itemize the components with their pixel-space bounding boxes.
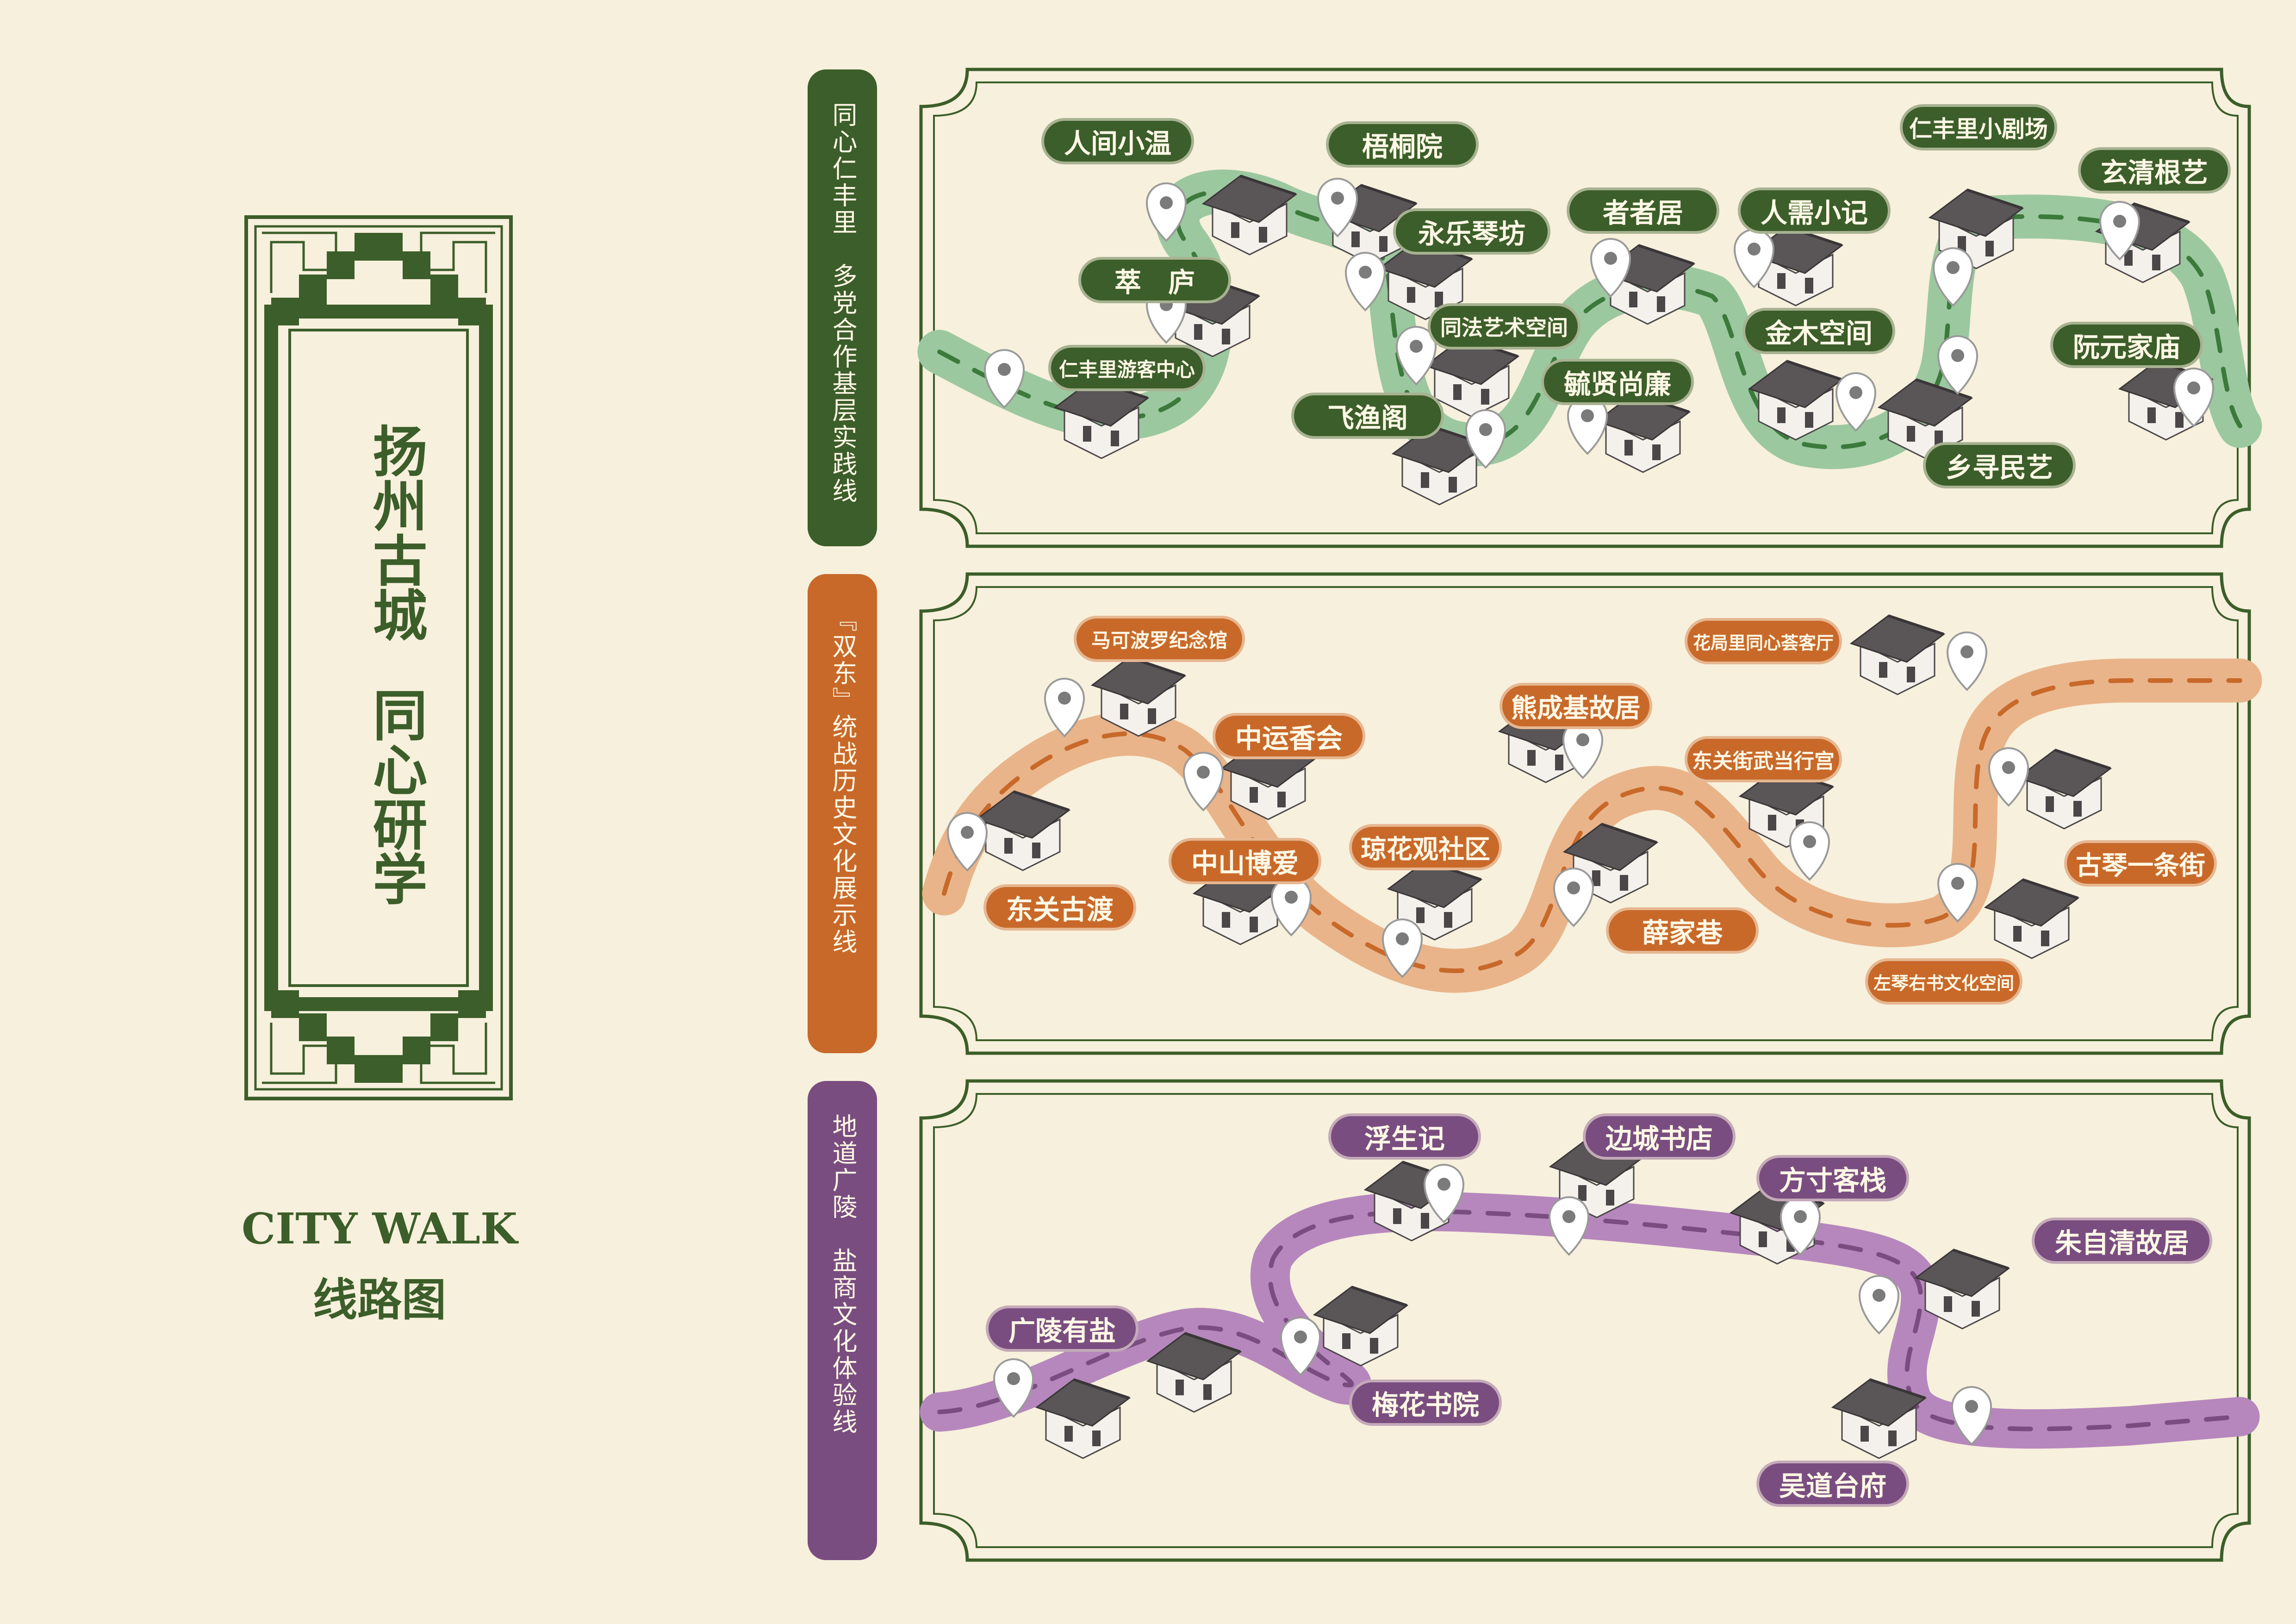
stop-label-zhongshan-boai[interactable]: 中山博爱 bbox=[1169, 838, 1321, 884]
stop-label-yongleqinfang[interactable]: 永乐琴坊 bbox=[1393, 208, 1550, 255]
stop-label-biancheng-bookstore[interactable]: 边城书店 bbox=[1583, 1113, 1736, 1160]
stop-label-fushengji[interactable]: 浮生记 bbox=[1328, 1113, 1481, 1160]
stop-label-ruanyuan-temple[interactable]: 阮元家庙 bbox=[2050, 322, 2203, 368]
stop-label-yuxianshanglian[interactable]: 毓贤尚廉 bbox=[1541, 359, 1694, 405]
stop-label-zuoqin-youshu[interactable]: 左琴右书文化空间 bbox=[1865, 958, 2022, 1005]
stop-label-fangcun-inn[interactable]: 方寸客栈 bbox=[1756, 1155, 1909, 1201]
stop-label-dongguan-gudu[interactable]: 东关古渡 bbox=[983, 884, 1136, 931]
route-tab-orange[interactable]: 『双东』统战历史文化展示线 bbox=[808, 574, 877, 1053]
stop-label-guangling-youyan[interactable]: 广陵有盐 bbox=[986, 1305, 1139, 1352]
citywalk-subtitle: 线路图 bbox=[313, 1274, 446, 1326]
route-tab-purple[interactable]: 地道广陵 盐商文化体验线 bbox=[808, 1081, 877, 1560]
stop-label-qionghuaguan[interactable]: 琼花观社区 bbox=[1349, 824, 1502, 870]
stop-label-marco-polo[interactable]: 马可波罗纪念馆 bbox=[1074, 616, 1245, 662]
stop-label-meihua-academy[interactable]: 梅花书院 bbox=[1349, 1380, 1502, 1426]
stop-label-zhuziqing-residence[interactable]: 朱自清故居 bbox=[2032, 1218, 2212, 1264]
stop-label-xuejiaxiang[interactable]: 薛家巷 bbox=[1606, 907, 1759, 954]
stop-label-cuilu[interactable]: 萃 庐 bbox=[1078, 257, 1231, 303]
title-line-2: 同心研学 bbox=[363, 687, 428, 906]
route-name-purple: 地道广陵 盐商文化体验线 bbox=[828, 1113, 857, 1436]
stop-label-xuanqing-genyi[interactable]: 玄清根艺 bbox=[2078, 147, 2231, 194]
stop-label-visitor-center[interactable]: 仁丰里游客中心 bbox=[1048, 345, 1206, 391]
frame-orange bbox=[919, 572, 2251, 1055]
route-name-green: 同心仁丰里 多党合作基层实践线 bbox=[828, 102, 857, 505]
stop-label-zhongyun-xianghui[interactable]: 中运香会 bbox=[1213, 713, 1365, 759]
route-name-orange: 『双东』统战历史文化展示线 bbox=[828, 606, 857, 956]
stop-label-xiangxun-minyi[interactable]: 乡寻民艺 bbox=[1923, 442, 2076, 488]
title-frame bbox=[244, 215, 513, 1100]
route-tab-green[interactable]: 同心仁丰里 多党合作基层实践线 bbox=[808, 69, 877, 546]
stop-label-tongfa-art[interactable]: 同法艺术空间 bbox=[1428, 303, 1580, 350]
title-line-1: 扬州古城 bbox=[363, 423, 428, 642]
stop-label-renxuxiaoji[interactable]: 人需小记 bbox=[1738, 187, 1891, 234]
stop-label-renfengli-theater[interactable]: 仁丰里小剧场 bbox=[1900, 104, 2057, 150]
frame-green bbox=[919, 68, 2251, 548]
frame-purple bbox=[919, 1079, 2251, 1562]
stop-label-wudaotai-mansion[interactable]: 吴道台府 bbox=[1756, 1461, 1909, 1507]
stop-label-zhezheju[interactable]: 者者居 bbox=[1567, 187, 1719, 234]
stop-label-wutongyuan[interactable]: 梧桐院 bbox=[1326, 121, 1479, 168]
stop-label-feiyuge[interactable]: 飞渔阁 bbox=[1291, 393, 1444, 439]
stop-label-wudang-xinggong[interactable]: 东关街武当行宫 bbox=[1685, 736, 1842, 782]
stop-label-huajuli[interactable]: 花局里同心荟客厅 bbox=[1685, 618, 1842, 664]
stop-label-jinmu-space[interactable]: 金木空间 bbox=[1742, 308, 1895, 354]
stop-label-guqin-street[interactable]: 古琴一条街 bbox=[2064, 840, 2217, 887]
citywalk-title: CITY WALK bbox=[242, 1204, 517, 1254]
stop-label-xiongchengji[interactable]: 熊成基故居 bbox=[1500, 683, 1652, 729]
stop-label-renjianxiaowen[interactable]: 人间小温 bbox=[1041, 118, 1194, 164]
